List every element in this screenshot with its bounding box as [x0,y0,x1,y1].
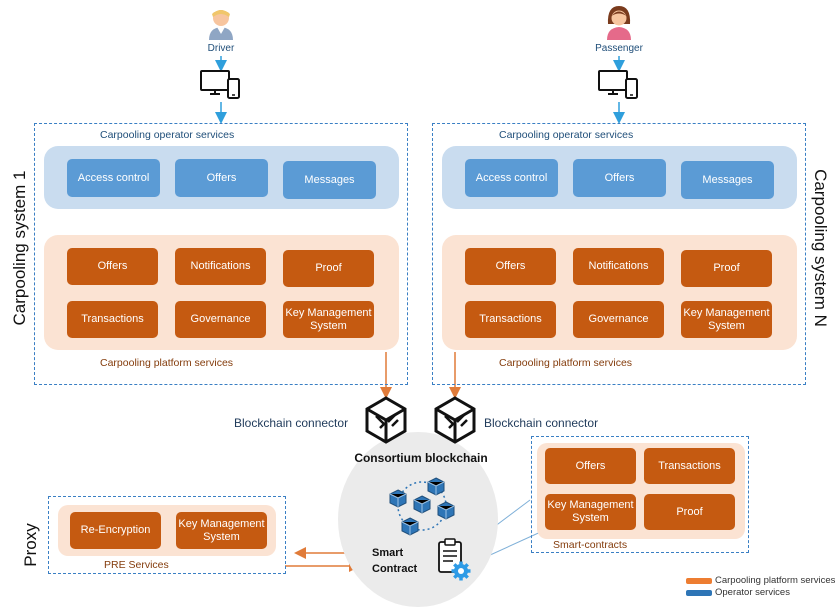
driver-icon [209,10,233,40]
right-key-management: Key Management System [681,301,772,338]
left-proof: Proof [283,250,374,287]
sc-proof: Proof [644,494,735,530]
proxy-re-encryption: Re-Encryption [70,512,161,549]
left-platform-label: Carpooling platform services [100,357,234,369]
legend-operator-label: Operator services [715,587,790,598]
smart-contract-text: Smart Contract [372,547,418,575]
consortium-blockchain-label: Consortium blockchain [354,451,488,465]
right-notifications: Notifications [573,248,664,285]
carpooling-system-n-label: Carpooling system N [811,169,830,327]
driver-label: Driver [207,43,235,54]
left-notifications: Notifications [175,248,266,285]
smart-contracts-label: Smart-contracts [553,539,628,551]
proxy-box [48,496,286,574]
right-platform-label: Carpooling platform services [499,357,633,369]
right-platform-offers: Offers [465,248,556,285]
right-messages: Messages [681,161,774,199]
left-operator-label: Carpooling operator services [100,129,235,141]
blockchain-connector-left-label: Blockchain connector [234,416,349,430]
left-access-control: Access control [67,159,160,197]
left-messages: Messages [283,161,376,199]
smart-contract-label: Smart Contract [372,545,430,577]
right-operator-offers: Offers [573,159,666,197]
left-key-management: Key Management System [283,301,374,338]
right-proof: Proof [681,250,772,287]
passenger-icon [607,6,631,40]
sc-key-management: Key Management System [545,494,636,530]
carpooling-system-1-label: Carpooling system 1 [10,170,29,326]
smart-contracts-box [531,436,749,553]
right-governance: Governance [573,301,664,338]
pre-services-label: PRE Services [104,559,169,571]
carpooling-system-1-box [34,123,408,385]
left-transactions: Transactions [67,301,158,338]
left-platform-offers: Offers [67,248,158,285]
legend-platform-label: Carpooling platform services [715,575,836,586]
legend-operator-swatch [686,590,712,596]
right-operator-label: Carpooling operator services [499,129,634,141]
sc-offers: Offers [545,448,636,484]
left-operator-offers: Offers [175,159,268,197]
right-access-control: Access control [465,159,558,197]
proxy-key-management: Key Management System [176,512,267,549]
blockchain-network-icon [389,477,455,536]
sc-transactions: Transactions [644,448,735,484]
legend-platform-swatch [686,578,712,584]
proxy-side-label: Proxy [21,523,40,567]
carpooling-system-n-box [432,123,806,385]
gear-icon [451,561,471,581]
consortium-circle [338,432,498,607]
driver-device-icon [200,70,240,99]
right-transactions: Transactions [465,301,556,338]
passenger-device-icon [598,70,638,99]
passenger-label: Passenger [595,43,643,54]
left-governance: Governance [175,301,266,338]
blockchain-connector-right-label: Blockchain connector [484,416,599,430]
blockchain-connector-right-icon [434,396,476,444]
blockchain-connector-left-icon [365,396,407,444]
